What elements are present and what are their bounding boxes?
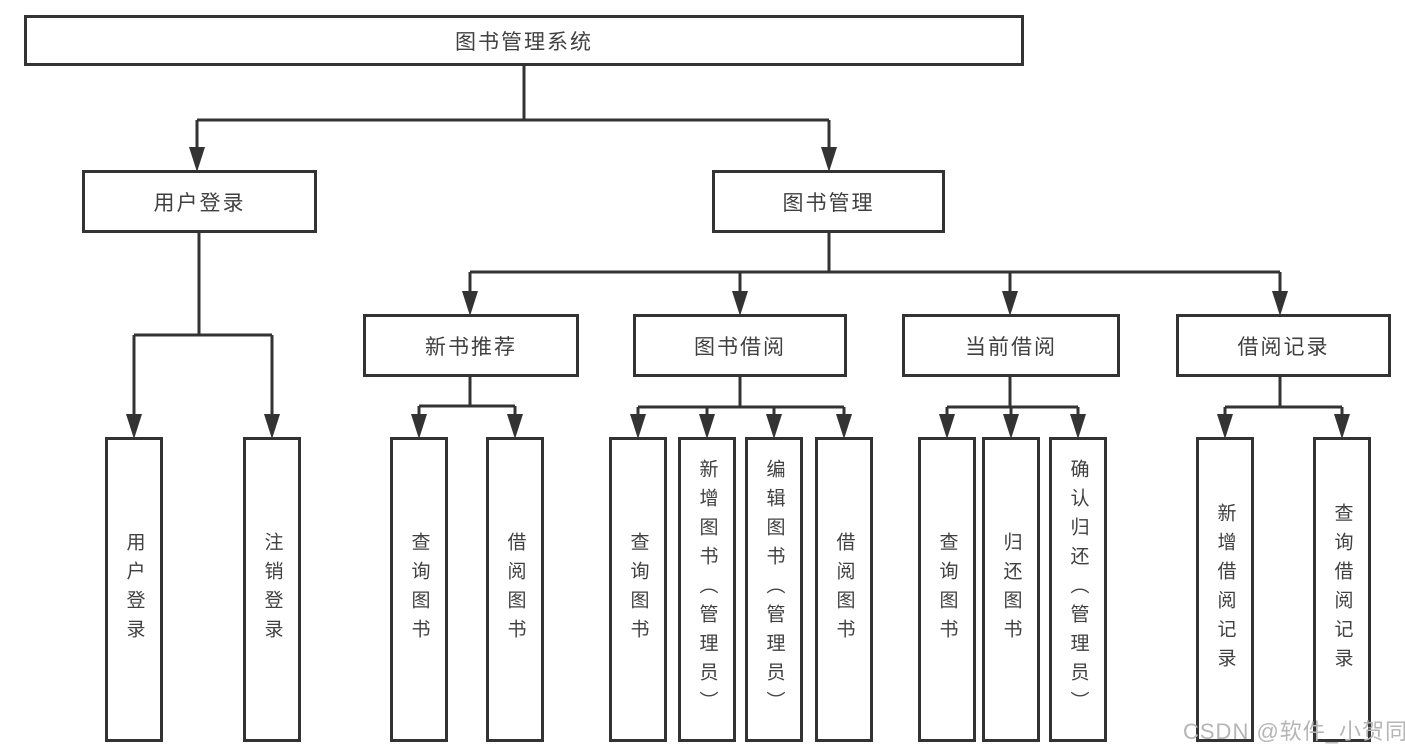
leaf-query-borrow-record: 查询借阅记录 — [1313, 437, 1371, 742]
node-new-book-recommend: 新书推荐 — [363, 314, 579, 377]
node-root: 图书管理系统 — [24, 15, 1024, 66]
node-current-borrow: 当前借阅 — [902, 314, 1120, 377]
leaf-add-borrow-record: 新增借阅记录 — [1196, 437, 1254, 742]
leaf-edit-book-admin: 编辑图书（管理员） — [745, 437, 803, 742]
leaf-query-books-borrow: 查询图书 — [609, 437, 667, 742]
node-book-management: 图书管理 — [712, 170, 945, 233]
leaf-borrow-books-recommend: 借阅图书 — [486, 437, 544, 742]
leaf-logout: 注销登录 — [243, 437, 301, 742]
node-borrow-records: 借阅记录 — [1176, 314, 1391, 377]
leaf-return-book: 归还图书 — [982, 437, 1040, 742]
node-user-login: 用户登录 — [82, 170, 317, 233]
csdn-watermark: CSDN @软件_小贺同学 — [1183, 719, 1405, 744]
leaf-add-book-admin: 新增图书（管理员） — [678, 437, 736, 742]
leaf-query-books-recommend: 查询图书 — [390, 437, 448, 742]
leaf-borrow-books: 借阅图书 — [815, 437, 873, 742]
node-book-borrow: 图书借阅 — [633, 314, 847, 377]
leaf-user-login: 用户登录 — [105, 437, 163, 742]
leaf-query-books-current: 查询图书 — [918, 437, 976, 742]
leaf-confirm-return-admin: 确认归还（管理员） — [1049, 437, 1107, 742]
